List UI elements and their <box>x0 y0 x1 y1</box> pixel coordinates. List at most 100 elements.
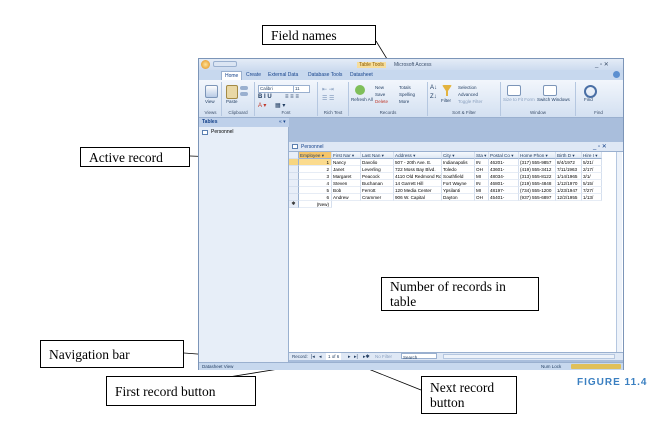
nav-item-personnel[interactable]: Personnel <box>211 129 234 135</box>
switch-windows-icon[interactable] <box>543 85 557 96</box>
sort-descending-icon[interactable]: Z↓ <box>430 94 437 100</box>
column-header[interactable]: Last Nan ▾ <box>361 152 394 159</box>
table-cell[interactable]: 1 <box>299 159 332 166</box>
column-header[interactable]: Sta ▾ <box>475 152 489 159</box>
table-cell[interactable]: 906 W. Capital <box>394 194 442 201</box>
table-cell[interactable]: Andrew <box>332 194 361 201</box>
table-cell[interactable]: Ypsilanti <box>442 187 475 194</box>
align-icon[interactable]: ≡ ≡ ≡ <box>285 94 299 100</box>
table-cell[interactable]: 48034- <box>489 173 519 180</box>
table-cell[interactable]: 8/4/1972 <box>556 159 582 166</box>
table-cell[interactable]: Steven <box>332 180 361 187</box>
view-button[interactable]: View <box>205 99 215 104</box>
filter-indicator[interactable]: No Filter <box>375 354 393 359</box>
record-selector[interactable] <box>289 187 299 194</box>
cut-icon[interactable] <box>240 86 248 90</box>
table-cell[interactable]: 48197- <box>489 187 519 194</box>
table-cell[interactable]: Toledo <box>442 166 475 173</box>
size-to-fit-button[interactable]: Size to Fit Form <box>503 97 535 102</box>
column-header[interactable]: Employee ▾ <box>299 152 332 159</box>
column-header[interactable]: Home Phon ▾ <box>519 152 556 159</box>
table-cell[interactable]: IN <box>475 159 489 166</box>
table-cell[interactable]: MI <box>475 173 489 180</box>
previous-record-button[interactable]: ◂ <box>319 354 322 360</box>
table-cell[interactable]: OH <box>475 166 489 173</box>
vertical-scrollbar[interactable] <box>616 152 622 352</box>
table-cell[interactable]: (313) 555-8122 <box>519 173 556 180</box>
sort-ascending-icon[interactable]: A↓ <box>430 85 438 91</box>
current-record-field[interactable]: 1 of 6 <box>326 353 342 360</box>
spelling-button[interactable]: Spelling <box>399 92 416 97</box>
table-cell[interactable]: 2/17/ <box>582 166 602 173</box>
record-selector[interactable] <box>289 173 299 180</box>
table-cell[interactable]: 1/23/1947 <box>556 187 582 194</box>
more-button[interactable]: More <box>399 99 410 104</box>
office-button-icon[interactable] <box>201 60 210 69</box>
totals-button[interactable]: Totals <box>399 85 411 90</box>
font-color-icon[interactable]: A ▾ <box>258 103 267 109</box>
table-cell[interactable]: (734) 555-1200 <box>519 187 556 194</box>
table-cell[interactable]: 6 <box>299 194 332 201</box>
tab-create[interactable]: Create <box>246 72 262 78</box>
font-name-select[interactable]: Calibri <box>258 85 294 93</box>
record-selector[interactable] <box>289 166 299 173</box>
table-cell[interactable]: 4 <box>299 180 332 187</box>
table-cell[interactable]: 5/21/ <box>582 159 602 166</box>
table-cell[interactable]: 46201- <box>489 159 519 166</box>
quick-access-toolbar[interactable] <box>213 61 237 67</box>
table-cell[interactable]: 3 <box>299 173 332 180</box>
table-cell[interactable]: 1/12/1970 <box>556 180 582 187</box>
save-record-button[interactable]: Save <box>375 92 386 97</box>
view-switcher[interactable] <box>571 364 621 369</box>
table-cell[interactable]: Leverling <box>361 166 394 173</box>
list-icon[interactable]: ☰ ☰ <box>322 96 335 102</box>
table-cell[interactable]: 2 <box>299 166 332 173</box>
table-cell[interactable]: 3/1/ <box>582 173 602 180</box>
table-cell[interactable]: Peacock <box>361 173 394 180</box>
filter-button[interactable]: Filter <box>441 98 451 103</box>
next-record-button[interactable]: ▸ <box>348 354 351 360</box>
document-window-controls[interactable]: _ ▫ ✕ <box>593 144 607 150</box>
advanced-button[interactable]: Advanced <box>458 92 479 97</box>
bold-icon[interactable]: B I U <box>258 94 272 100</box>
table-cell[interactable]: Fort Wayne <box>442 180 475 187</box>
copy-icon[interactable] <box>240 92 248 96</box>
first-record-button[interactable]: |◂ <box>311 354 315 360</box>
paste-icon[interactable] <box>226 85 238 99</box>
window-controls[interactable]: _ ▫ ✕ <box>595 62 609 68</box>
table-cell[interactable]: Margaret <box>332 173 361 180</box>
find-icon[interactable] <box>584 85 597 98</box>
size-to-fit-icon[interactable] <box>507 85 521 96</box>
table-cell[interactable]: Indianapolis <box>442 159 475 166</box>
table-cell[interactable]: 5/15/ <box>582 180 602 187</box>
switch-windows-button[interactable]: Switch Windows <box>537 97 570 102</box>
datasheet-grid[interactable]: Employee ▾First Nar ▾Last Nan ▾Address ▾… <box>289 152 623 352</box>
new-record-button[interactable]: New <box>375 85 385 90</box>
table-cell[interactable]: Dayton <box>442 194 475 201</box>
table-cell[interactable]: (937) 555-6897 <box>519 194 556 201</box>
column-header[interactable]: First Nar ▾ <box>332 152 361 159</box>
table-cell[interactable]: 46801- <box>489 180 519 187</box>
table-cell[interactable]: Bob <box>332 187 361 194</box>
nav-pane-toggle-icon[interactable]: « ▾ <box>279 119 286 125</box>
table-cell[interactable]: MI <box>475 187 489 194</box>
font-size-select[interactable]: 11 <box>293 85 310 93</box>
tab-home[interactable]: Home <box>221 71 243 80</box>
table-cell[interactable]: 14 Garrett Hill <box>394 180 442 187</box>
view-icon[interactable] <box>205 85 218 98</box>
table-cell[interactable]: Crammer <box>361 194 394 201</box>
new-record-nav-button[interactable]: ▸✱ <box>363 354 370 360</box>
table-cell[interactable]: 12/2/1955 <box>556 194 582 201</box>
column-header[interactable]: Birth D ▾ <box>556 152 582 159</box>
record-selector[interactable] <box>289 194 299 201</box>
table-cell[interactable]: (219) 555-4848 <box>519 180 556 187</box>
column-header[interactable]: City ▾ <box>442 152 475 159</box>
table-cell[interactable]: Ferrott <box>361 187 394 194</box>
select-all-corner[interactable] <box>289 152 299 159</box>
table-cell[interactable]: 120 Media Center <box>394 187 442 194</box>
help-icon[interactable] <box>613 71 620 78</box>
filter-icon[interactable] <box>442 85 452 96</box>
table-cell[interactable]: Davolio <box>361 159 394 166</box>
tab-datasheet[interactable]: Datasheet <box>350 72 373 78</box>
nav-pane-title[interactable]: Tables <box>199 118 289 127</box>
